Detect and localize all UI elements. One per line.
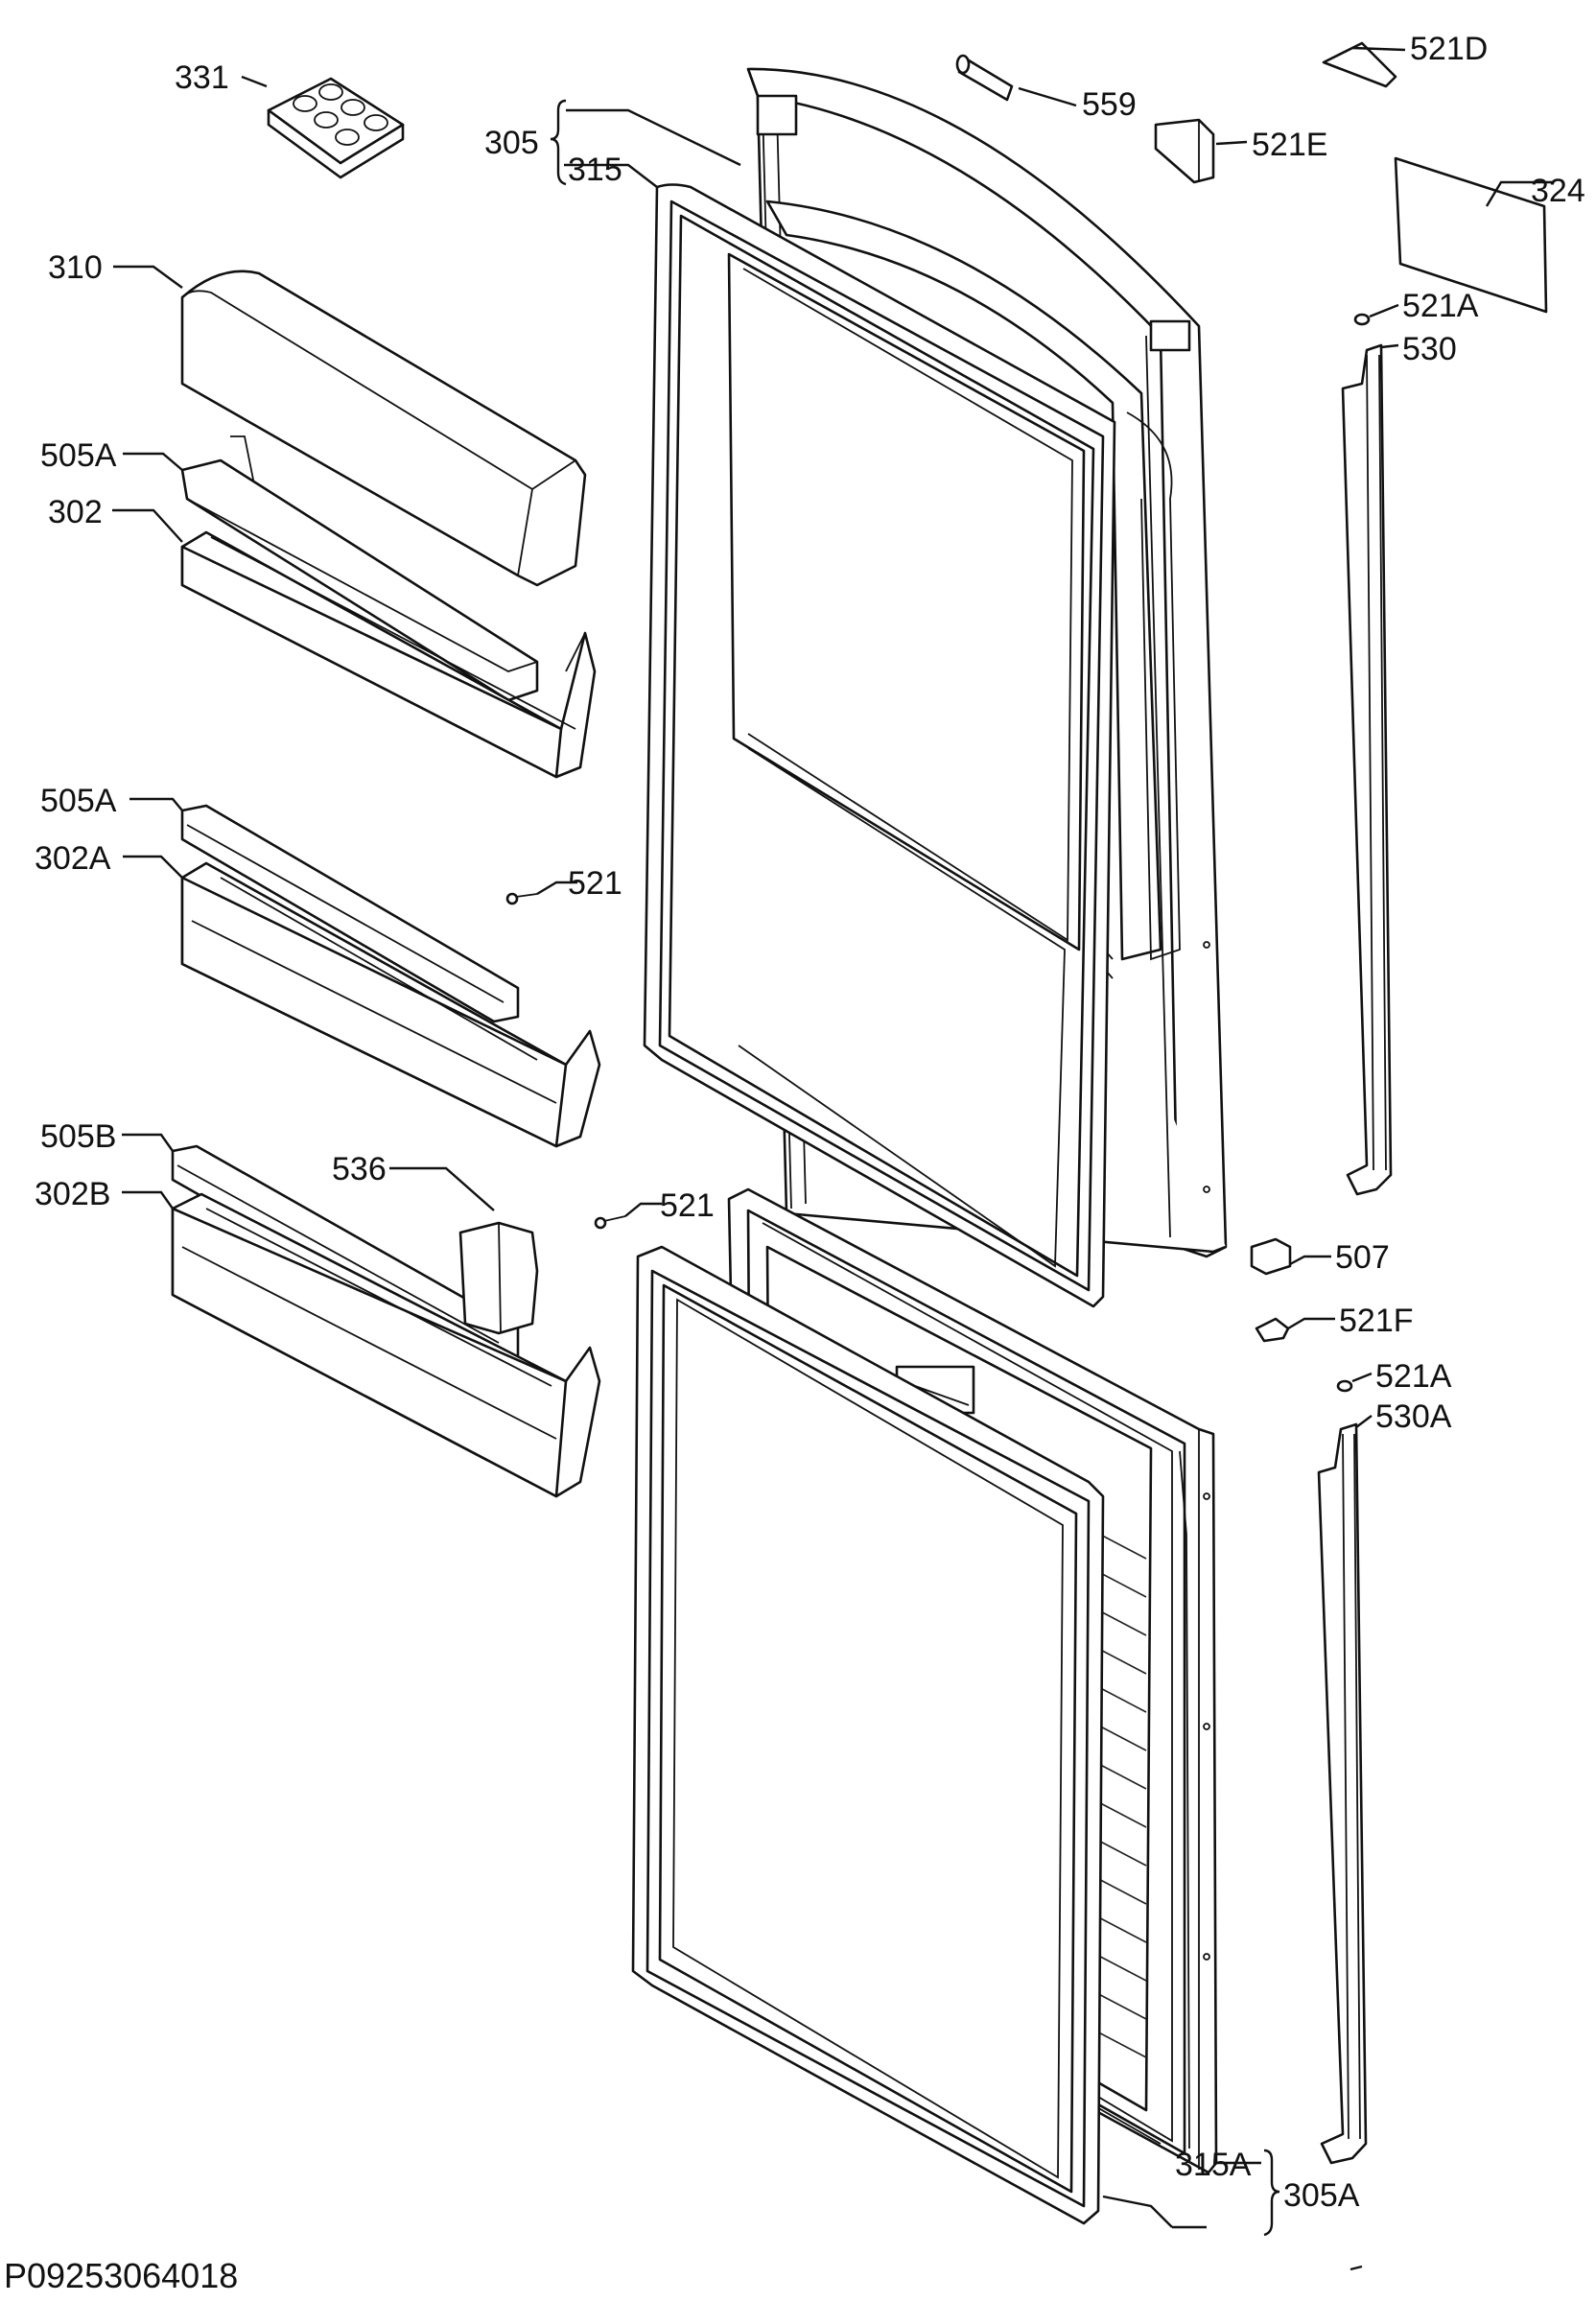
- handle-530a: [1317, 1422, 1368, 2165]
- label-559: 559: [1082, 86, 1137, 123]
- label-305a: 305A: [1283, 2177, 1360, 2214]
- door-shelf-302: [180, 530, 597, 779]
- label-521-upper: 521: [568, 865, 622, 902]
- screw-521-a: [505, 892, 538, 905]
- door-shelf-302b: [171, 1192, 601, 1498]
- washer-521a-bottom: [1336, 1379, 1353, 1393]
- cap-521d: [1322, 41, 1397, 88]
- bottle-divider-536: [458, 1221, 539, 1335]
- label-530a: 530A: [1375, 1398, 1452, 1435]
- label-505a-middle: 505A: [40, 783, 117, 819]
- brace-305: [550, 99, 567, 186]
- label-310: 310: [48, 249, 103, 286]
- label-305: 305: [484, 125, 539, 161]
- door-shelf-302a: [180, 861, 601, 1148]
- label-521f: 521F: [1339, 1303, 1414, 1339]
- label-530: 530: [1402, 331, 1457, 367]
- drawing-code: P09253064018: [4, 2256, 238, 2295]
- shelf-rail-505a-middle: [180, 804, 520, 1023]
- egg-tray-331: [267, 77, 405, 179]
- label-302: 302: [48, 494, 103, 530]
- washer-521a-top: [1353, 313, 1371, 326]
- cover-521e: [1154, 118, 1215, 184]
- leader-lines: [112, 46, 1554, 2229]
- label-324: 324: [1531, 173, 1585, 209]
- gasket-315: [643, 183, 1116, 1308]
- label-302b: 302B: [35, 1176, 110, 1212]
- label-507: 507: [1335, 1239, 1390, 1276]
- label-521a-top: 521A: [1402, 288, 1479, 324]
- gasket-315a: [631, 1245, 1105, 2225]
- label-505a-top: 505A: [40, 437, 117, 474]
- label-521d: 521D: [1410, 31, 1488, 67]
- label-521-lower: 521: [660, 1187, 715, 1224]
- label-521e: 521E: [1252, 127, 1327, 163]
- label-331: 331: [175, 59, 229, 96]
- label-536: 536: [332, 1151, 387, 1187]
- label-315: 315: [568, 152, 622, 188]
- plate-324: [1394, 156, 1548, 314]
- corner-mark: [1350, 2265, 1363, 2271]
- pin-559: [955, 54, 1014, 102]
- part-labels: 331 559 521D 305 315 521E 324 310 521A 5…: [35, 31, 1585, 2214]
- clip-521f: [1255, 1317, 1290, 1343]
- dairy-lid-310: [180, 270, 587, 587]
- brace-305a: [1263, 2149, 1280, 2237]
- shelf-rail-505a-top: [180, 458, 539, 702]
- handle-530: [1341, 343, 1393, 1196]
- label-315a: 315A: [1175, 2147, 1252, 2183]
- label-505b: 505B: [40, 1118, 116, 1155]
- hinge-507: [1250, 1237, 1292, 1276]
- label-521a-bottom: 521A: [1375, 1358, 1452, 1395]
- label-302a: 302A: [35, 840, 111, 877]
- screw-521-b: [594, 1215, 626, 1230]
